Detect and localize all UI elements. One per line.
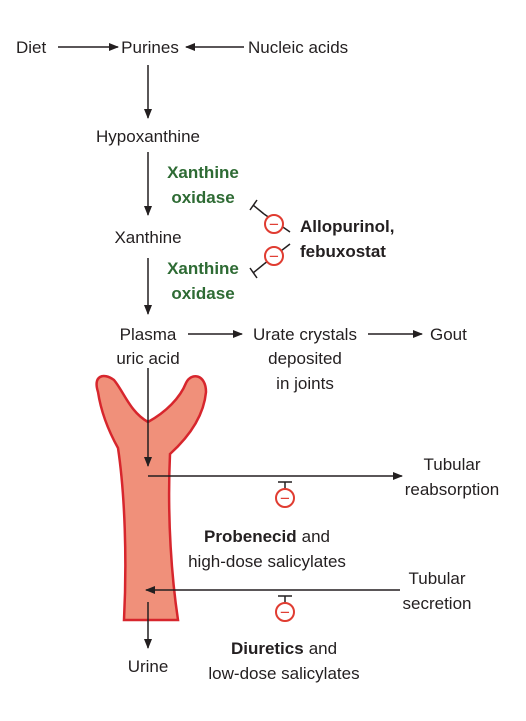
label-enzyme-2-line-1: Xanthine — [167, 259, 239, 278]
label-plasma: Plasma — [120, 325, 177, 344]
label-high-dose-salicylates: high-dose salicylates — [188, 552, 346, 571]
inhibit-symbol-secretion: − — [275, 602, 295, 622]
label-febuxostat: febuxostat — [300, 242, 386, 261]
label-tubular-secretion-1: Tubular — [408, 569, 465, 588]
label-probenecid: Probenecid — [204, 527, 297, 546]
label-in-joints: in joints — [276, 374, 334, 393]
label-diuretics-and: and — [309, 639, 337, 658]
label-allopurinol: Allopurinol, — [300, 217, 394, 236]
label-enzyme-2-line-2: oxidase — [171, 284, 234, 303]
inhibit-symbol-reabsorption: − — [275, 488, 295, 508]
label-diuretics: Diuretics — [231, 639, 304, 658]
label-probenecid-line: Probenecid and — [204, 527, 330, 546]
label-tubular-reabsorption-2: reabsorption — [405, 480, 500, 499]
label-tubular-reabsorption-1: Tubular — [423, 455, 480, 474]
label-enzyme-1-line-1: Xanthine — [167, 163, 239, 182]
svg-text:−: − — [280, 603, 290, 622]
svg-text:−: − — [269, 247, 279, 266]
label-urate-crystals: Urate crystals — [253, 325, 357, 344]
label-xanthine: Xanthine — [114, 228, 181, 247]
label-hypoxanthine: Hypoxanthine — [96, 127, 200, 146]
label-nucleic-acids: Nucleic acids — [248, 38, 348, 57]
svg-text:−: − — [269, 215, 279, 234]
label-purines: Purines — [121, 38, 179, 57]
label-uric-acid: uric acid — [116, 349, 179, 368]
label-enzyme-1-line-2: oxidase — [171, 188, 234, 207]
renal-tubule-shape — [95, 374, 208, 622]
label-diet: Diet — [16, 38, 47, 57]
label-urine: Urine — [128, 657, 169, 676]
label-diuretics-line: Diuretics and — [231, 639, 337, 658]
label-gout: Gout — [430, 325, 467, 344]
label-probenecid-and: and — [302, 527, 330, 546]
label-tubular-secretion-2: secretion — [403, 594, 472, 613]
inhibit-symbol-lower: − — [264, 246, 284, 266]
svg-text:−: − — [280, 489, 290, 508]
label-low-dose-salicylates: low-dose salicylates — [208, 664, 359, 683]
inhibit-symbol-upper: − — [264, 214, 284, 234]
label-deposited: deposited — [268, 349, 342, 368]
